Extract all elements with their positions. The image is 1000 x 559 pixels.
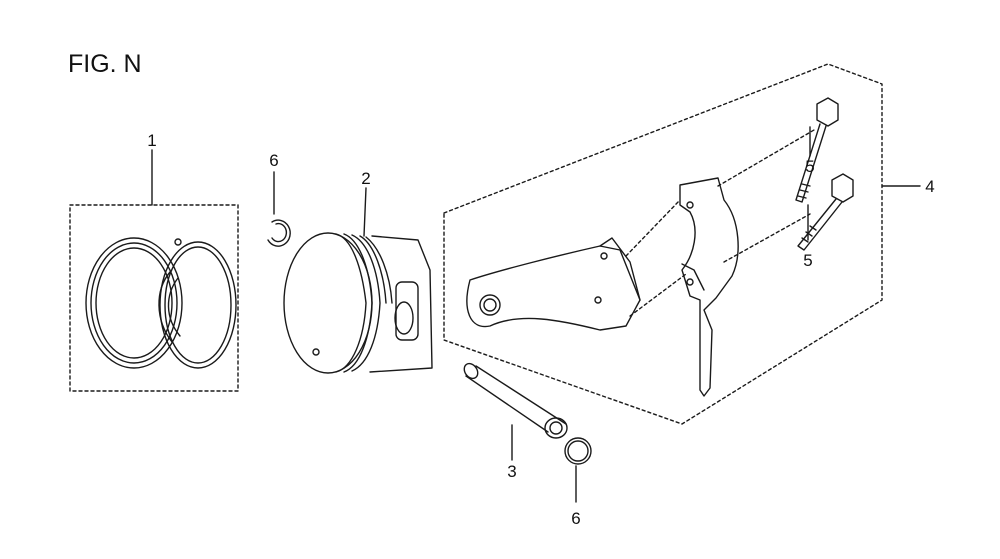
piston-pin-clip-left bbox=[267, 171, 291, 247]
piston-pin bbox=[463, 362, 568, 461]
callout-pin-clip-lower: 6 bbox=[571, 509, 581, 528]
callout-pin-clip-left: 6 bbox=[269, 151, 279, 170]
connecting-rod-assembly bbox=[443, 63, 921, 425]
callout-connecting-rod-assy: 4 bbox=[925, 177, 935, 196]
piston bbox=[283, 187, 433, 374]
callout-rod-bolt-upper: 5 bbox=[805, 157, 815, 176]
figure-title: FIG. N bbox=[68, 50, 142, 78]
rod-bolt-lower bbox=[797, 173, 854, 251]
callout-rod-bolt-lower: 5 bbox=[803, 251, 813, 270]
rod-bolt-upper bbox=[795, 97, 839, 203]
callout-piston-ring-set: 1 bbox=[147, 131, 157, 150]
piston-ring-set bbox=[69, 149, 239, 392]
callout-piston-pin: 3 bbox=[507, 462, 517, 481]
callout-piston: 2 bbox=[361, 169, 371, 188]
piston-pin-clip-lower bbox=[564, 437, 592, 503]
